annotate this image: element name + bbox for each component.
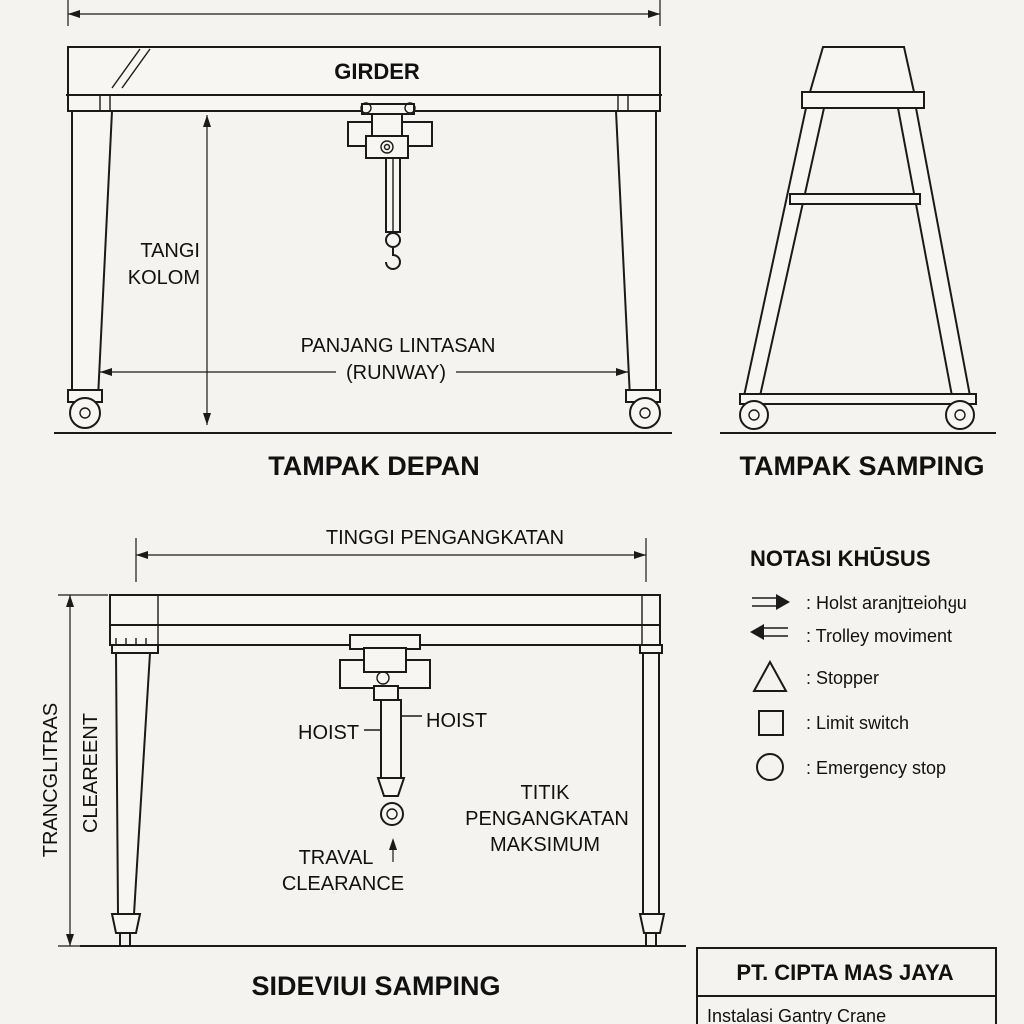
circle-icon	[756, 753, 784, 781]
detail-right-leg	[638, 644, 666, 946]
detail-trolley-hoist	[339, 634, 431, 826]
legend-item-stopper: : Stopper	[752, 659, 879, 692]
runway-label-line2: (RUNWAY)	[346, 362, 446, 384]
legend-label-hoist: : Holst aranjtɪeiohყu	[806, 593, 967, 614]
column-height-label-line2: KOLOM	[128, 267, 200, 289]
legend-item-trolley: : Trolley moviment	[750, 624, 952, 646]
column-height-label-line1: TANGI	[140, 240, 200, 262]
legend-item-hoist: : Holst aranjtɪeiohყu	[752, 593, 967, 614]
arrow-right-icon	[752, 594, 790, 610]
runway-dimension	[100, 368, 628, 376]
side-left-leg	[742, 107, 826, 397]
front-view: GIRDER	[54, 0, 672, 481]
company-name: PT. CIPTA MAS JAYA	[736, 960, 953, 985]
legend-label-trolley: : Trolley moviment	[806, 626, 952, 646]
front-right-leg	[614, 110, 661, 429]
legend-item-limit-switch: : Limit switch	[758, 710, 909, 736]
detail-left-leg	[110, 644, 159, 946]
legend-label-emergency-stop: : Emergency stop	[806, 758, 946, 778]
arrow-left-icon	[750, 624, 788, 640]
travel-clearance-line2: CLEARANCE	[282, 873, 404, 895]
vertical-clearance-line1: TRANCGLITRAS	[40, 703, 62, 857]
side-detail-title: SIDEVIUI SAMPING	[251, 971, 500, 1001]
max-lift-point-line2: PENGANGKATAN	[465, 808, 629, 830]
front-view-title: TAMPAK DEPAN	[268, 451, 480, 481]
girder-label: GIRDER	[334, 59, 420, 84]
hoist-label-left: HOIST	[298, 722, 359, 744]
travel-clearance-arrow	[389, 838, 397, 862]
side-base-beam	[739, 393, 977, 405]
legend-item-emergency-stop: : Emergency stop	[756, 753, 946, 781]
side-view-title: TAMPAK SAMPING	[740, 451, 985, 481]
max-lift-point-line1: TITIK	[521, 782, 571, 804]
front-left-leg	[67, 110, 114, 429]
side-girder-block	[808, 46, 916, 93]
legend-label-limit-switch: : Limit switch	[806, 713, 909, 733]
legend-title: NOTASI KHŪSUS	[750, 546, 931, 571]
side-view: TAMPAK SAMPING	[720, 46, 996, 481]
triangle-icon	[752, 659, 788, 692]
side-detail-view: TINGGI PENGANGKATAN	[40, 527, 686, 1001]
hoist-label-right: HOIST	[426, 710, 487, 732]
max-lift-point-line3: MAKSIMUM	[490, 834, 600, 856]
lift-height-label: TINGGI PENGANGKATAN	[326, 527, 564, 549]
vertical-clearance-dimension	[58, 594, 108, 947]
vertical-clearance-line2: CLEAREENT	[80, 713, 102, 833]
front-trolley-hoist	[347, 102, 433, 270]
square-icon	[758, 710, 784, 736]
side-right-leg	[896, 107, 972, 397]
side-cross-brace	[789, 193, 921, 205]
travel-clearance-line1: TRAVAL	[299, 847, 374, 869]
overall-width-dimension	[67, 0, 661, 26]
project-name: Instalasi Gantry Crane	[707, 1006, 886, 1024]
runway-label-line1: PANJANG LINTASAN	[301, 335, 496, 357]
legend: NOTASI KHŪSUS : Holst aranjtɪeiohყu : Tr…	[750, 546, 967, 781]
title-block: PT. CIPTA MAS JAYA Instalasi Gantry Cran…	[696, 947, 997, 1024]
legend-label-stopper: : Stopper	[806, 668, 879, 688]
lift-height-dimension	[135, 538, 647, 582]
column-height-dimension	[203, 115, 211, 425]
